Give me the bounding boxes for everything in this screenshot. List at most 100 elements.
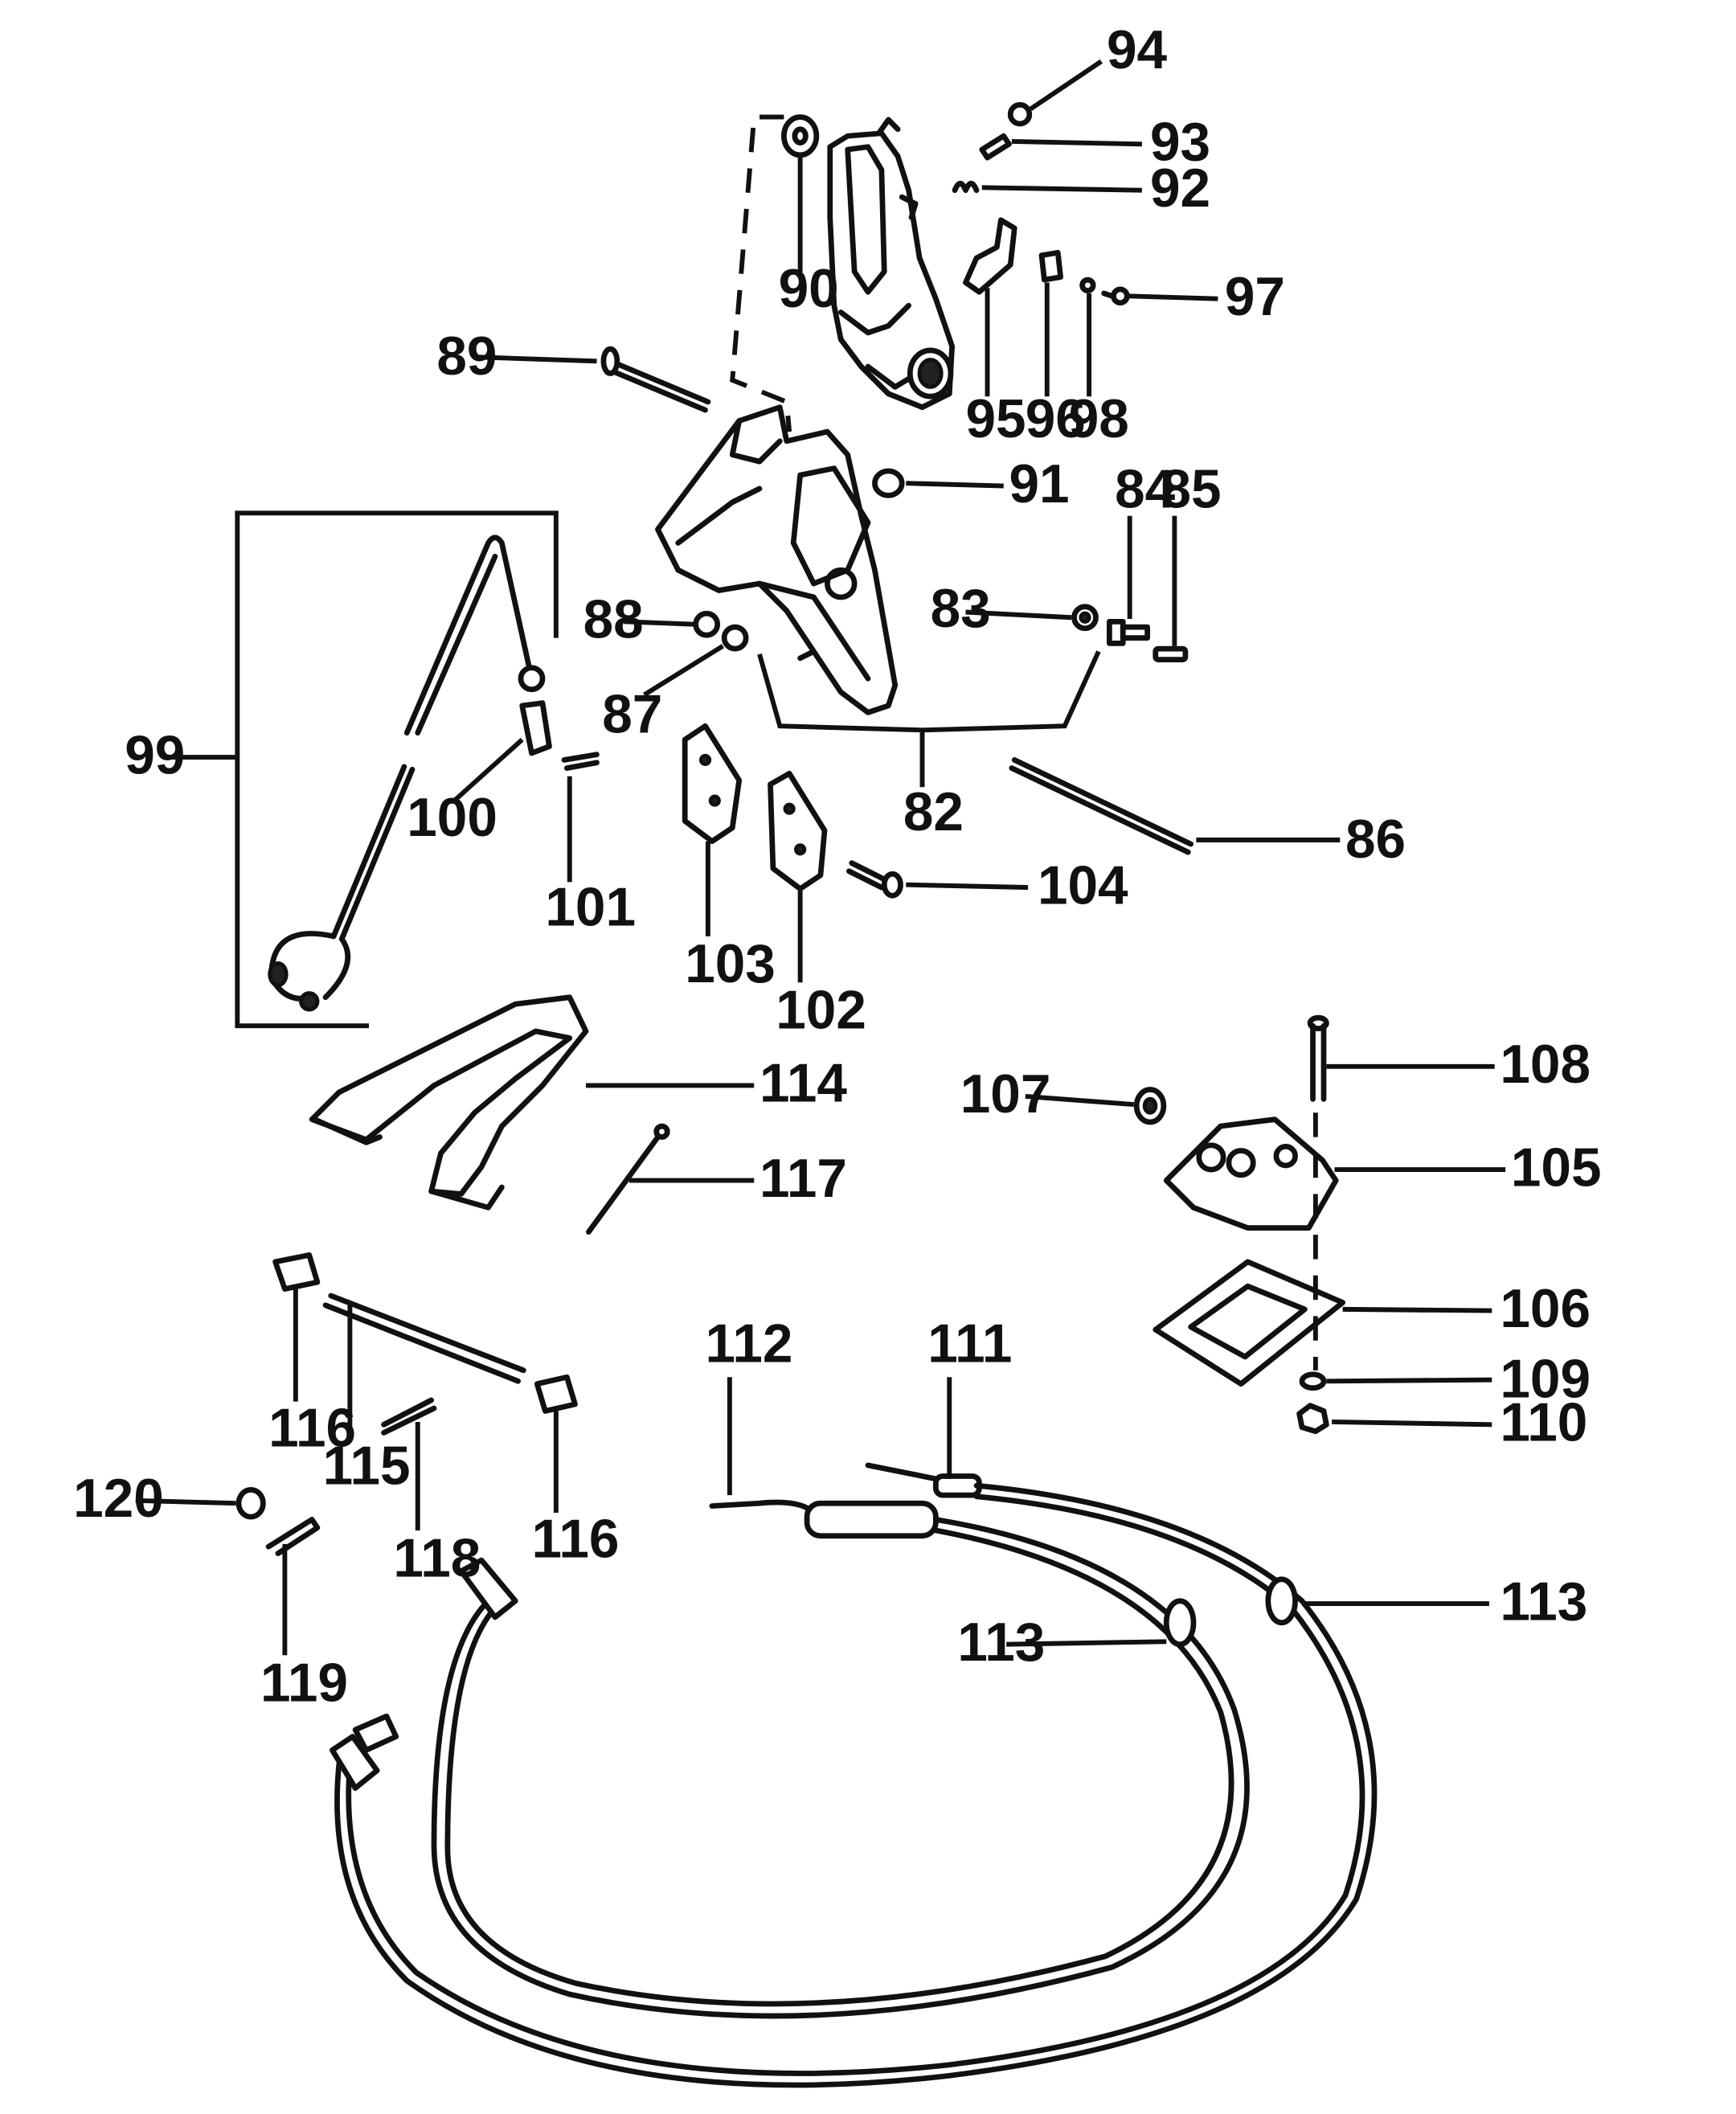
callout-84: 84: [1115, 460, 1176, 520]
callout-115: 115: [323, 1436, 411, 1497]
callout-94: 94: [1107, 20, 1168, 80]
leader-87: [643, 644, 724, 697]
part-105-junction-box: [1163, 1116, 1339, 1231]
leader-120: [135, 1497, 236, 1506]
leader-82b: [922, 650, 1101, 733]
leader-97: [1128, 293, 1218, 301]
callout-92: 92: [1150, 158, 1210, 219]
part-120-washer: [235, 1486, 266, 1520]
part-99-harness: [268, 535, 552, 1012]
part-98-ball: [1079, 277, 1096, 293]
callout-97: 97: [1225, 267, 1285, 327]
part-82-transom-bracket: [655, 404, 899, 715]
part-112-hose: [431, 1499, 1250, 2019]
callout-113-right: 113: [1500, 1571, 1587, 1632]
callout-108: 108: [1500, 1034, 1591, 1095]
part-90-washer: [781, 114, 820, 158]
callout-106: 106: [1500, 1279, 1591, 1339]
part-104-screw: [846, 860, 903, 899]
callout-119: 119: [260, 1653, 348, 1714]
part-91-bushing: [872, 468, 905, 498]
assembly-line-90: [730, 114, 792, 432]
leader-109: [1326, 1377, 1492, 1384]
callout-93: 93: [1150, 113, 1210, 173]
part-88-bushing: [693, 610, 721, 638]
part-83-washer: [1071, 604, 1099, 632]
part-101-screw: [561, 752, 600, 771]
leader-92: [981, 185, 1142, 193]
callout-90: 90: [779, 259, 839, 319]
part-116-bushing-right: [534, 1374, 578, 1414]
leader-93: [1011, 138, 1142, 147]
leader-107: [1025, 1093, 1134, 1108]
leader-106: [1342, 1306, 1492, 1313]
leader-104: [906, 882, 1029, 891]
callout-116-left: 116: [268, 1398, 356, 1458]
callout-118: 118: [393, 1528, 481, 1588]
part-111-hose: [330, 1462, 1378, 2088]
part-116-bushing-left: [272, 1252, 321, 1292]
part-94-cap: [1007, 101, 1033, 127]
leader-113a: [1006, 1639, 1167, 1647]
part-107-grommet: [1133, 1087, 1167, 1125]
callout-95: 95: [966, 389, 1026, 449]
callout-101: 101: [545, 877, 636, 937]
callout-102: 102: [776, 981, 866, 1041]
callout-83: 83: [931, 579, 991, 639]
callout-85: 85: [1161, 460, 1222, 520]
part-85-pin: [1153, 645, 1189, 662]
part-95-bracket: [963, 217, 1017, 295]
part-102-plate: [768, 770, 828, 892]
callout-120: 120: [73, 1469, 164, 1529]
callout-100: 100: [407, 788, 497, 848]
part-119-clip: [265, 1517, 321, 1556]
part-89-pin: [600, 346, 711, 413]
callout-114: 114: [760, 1054, 847, 1114]
part-114-strap: [309, 994, 589, 1211]
part-93-valve: [979, 133, 1012, 161]
callout-107: 107: [960, 1064, 1051, 1125]
part-86-rod: [1009, 757, 1194, 855]
leader-94: [1029, 59, 1103, 111]
callout-104: 104: [1038, 855, 1128, 916]
callout-96: 96: [1026, 389, 1086, 449]
callout-112: 112: [706, 1314, 793, 1375]
callout-116-right: 116: [532, 1510, 620, 1570]
part-118-cotter-pin: [381, 1397, 437, 1436]
part-115-tube: [322, 1293, 526, 1384]
leader-82a: [757, 653, 925, 788]
callout-86: 86: [1345, 809, 1406, 870]
callout-109: 109: [1500, 1350, 1591, 1410]
group-99-bracket: [235, 510, 559, 1029]
leader-110: [1332, 1419, 1492, 1428]
part-109-washer: [1299, 1371, 1327, 1391]
part-92-spring: [952, 181, 980, 194]
part-117-rod: [586, 1123, 670, 1235]
callout-89: 89: [436, 326, 497, 387]
leader-83: [965, 609, 1072, 621]
part-87-washer: [721, 624, 749, 652]
leader-88: [624, 619, 695, 627]
leader-100: [452, 737, 524, 803]
leader-91: [906, 481, 1004, 489]
callout-103: 103: [685, 934, 776, 994]
part-103-plate: [682, 723, 743, 845]
callout-105: 105: [1511, 1137, 1602, 1198]
part-trim-cylinder: [827, 117, 955, 411]
callout-111: 111: [927, 1314, 1012, 1375]
part-96-plate: [1038, 249, 1063, 283]
part-97-screw: [1101, 286, 1130, 306]
callout-99: 99: [125, 725, 185, 785]
leader-89: [477, 354, 597, 364]
callout-82: 82: [903, 782, 964, 842]
callout-110: 110: [1500, 1393, 1587, 1453]
part-106-gasket: [1153, 1259, 1345, 1387]
callout-113-left: 113: [957, 1612, 1045, 1673]
callout-88: 88: [583, 590, 644, 650]
callout-117: 117: [760, 1149, 847, 1209]
part-84-bolt: [1107, 618, 1150, 646]
part-110-nut: [1296, 1403, 1329, 1435]
part-108-bolt: [1307, 1014, 1329, 1102]
callout-87: 87: [602, 685, 662, 745]
